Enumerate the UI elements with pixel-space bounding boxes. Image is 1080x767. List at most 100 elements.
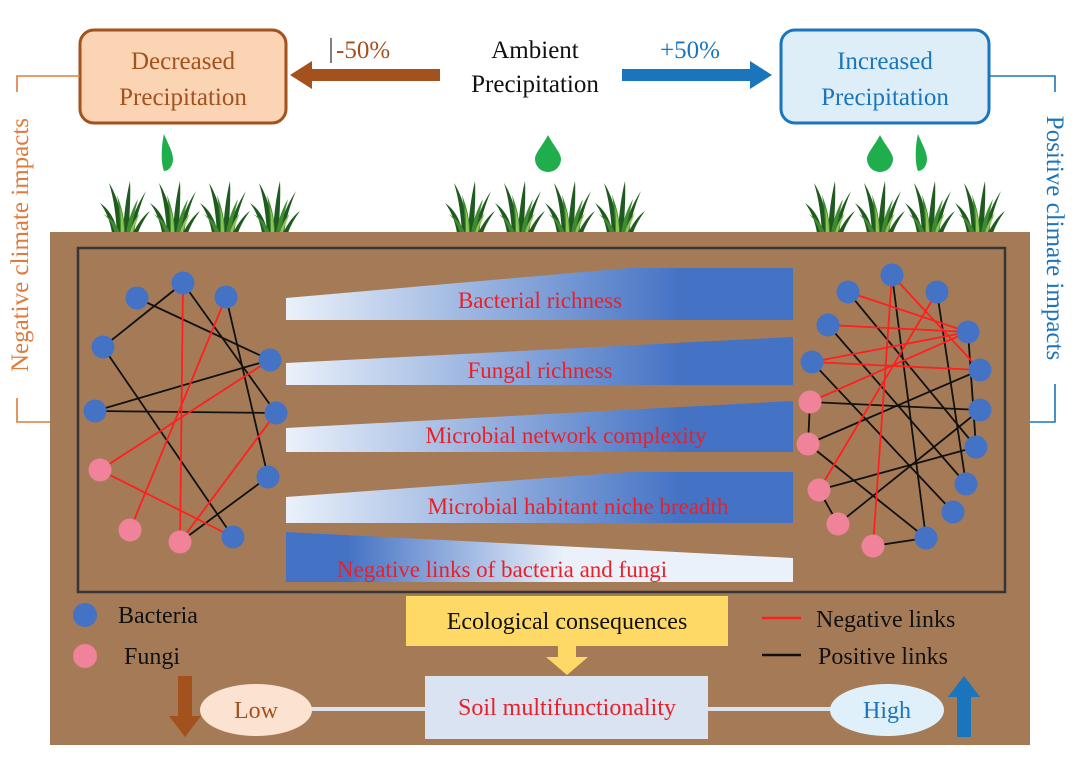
legend-positive-label: Positive links <box>818 644 948 670</box>
wedge-decreasing <box>286 532 793 582</box>
bracket-top-right <box>989 75 1056 92</box>
grass-icon <box>150 181 200 233</box>
negative-link <box>811 331 969 363</box>
legend-fungi-label: Fungi <box>124 644 180 670</box>
network-increased <box>796 263 992 558</box>
bacteria-node <box>258 348 282 372</box>
response-label-bacterial-richness: Bacterial richness <box>458 288 622 313</box>
positive-link <box>967 331 977 448</box>
negative-link <box>872 274 893 547</box>
response-label-niche-breadth: Microbial habitant niche breadth <box>428 494 729 519</box>
bacteria-node <box>956 320 980 344</box>
response-label-negative-links: Negative links of bacteria and fungi <box>337 557 667 582</box>
negative-link <box>891 274 981 371</box>
legend-negative-label: Negative links <box>816 607 955 633</box>
positive-link <box>837 409 981 525</box>
response-label-network-complexity: Microbial network complexity <box>425 423 707 448</box>
arrow-right-icon <box>622 61 772 89</box>
bacteria-node <box>171 271 195 295</box>
negative-link <box>99 469 234 538</box>
grass-icon <box>445 181 495 233</box>
bacteria-node <box>968 358 992 382</box>
fungi-node <box>796 432 820 456</box>
ecological-consequences-label: Ecological consequences <box>447 609 688 635</box>
negative-link <box>179 412 277 543</box>
decreased-label-line2: Precipitation <box>119 84 247 111</box>
positive-link <box>94 410 277 414</box>
positive-link <box>102 282 184 348</box>
arrow-down-icon <box>169 676 201 737</box>
negative-link <box>179 282 184 543</box>
network-decreased <box>83 271 288 554</box>
grass-group-decreased <box>100 181 300 233</box>
bacteria-node <box>816 313 840 337</box>
bacteria-node <box>954 472 978 496</box>
bacteria-node <box>125 286 149 310</box>
grass-icon <box>905 181 955 233</box>
grass-icon <box>855 181 905 233</box>
legend-nodes: Bacteria Fungi <box>73 603 198 670</box>
response-wedges: Bacterial richness Fungal richness Micro… <box>286 268 793 582</box>
negative-link <box>811 361 981 371</box>
legend-links: Negative links Positive links <box>762 607 955 670</box>
fungi-node <box>807 478 831 502</box>
legend-bacteria-label: Bacteria <box>118 603 198 629</box>
positive-link <box>182 282 277 414</box>
soil-multifunctionality-label: Soil multifunctionality <box>458 695 676 721</box>
response-label-fungal-richness: Fungal richness <box>467 358 612 383</box>
ambient-label-line1: Ambient <box>491 37 579 64</box>
fungi-node <box>861 534 885 558</box>
grass-group-ambient <box>445 181 645 233</box>
arrow-down-icon <box>546 646 588 675</box>
decreased-label-line1: Decreased <box>131 48 236 75</box>
positive-climate-impacts-label: Positive climate impacts <box>1041 116 1068 360</box>
negative-climate-impacts-label: Negative climate impacts <box>7 118 34 372</box>
microbial-panel-frame <box>76 246 1007 594</box>
increase-percent: +50% <box>660 37 720 64</box>
wedge-increasing <box>286 268 793 320</box>
grass-icon <box>250 181 300 233</box>
positive-link <box>136 297 271 361</box>
positive-impact-bracket: Positive climate impacts <box>989 75 1068 426</box>
bacteria-node <box>925 280 949 304</box>
wedge-increasing <box>286 401 793 452</box>
decrease-percent: -50% <box>336 37 390 64</box>
arrow-left-icon <box>290 61 440 89</box>
positive-link <box>807 443 927 539</box>
high-ellipse <box>830 684 944 736</box>
low-label: Low <box>234 698 279 724</box>
wedge-increasing <box>286 337 793 385</box>
legend-fungi-swatch <box>73 644 97 668</box>
bracket-top-left <box>16 75 80 92</box>
water-drop-icon <box>535 135 561 172</box>
high-label: High <box>863 698 911 724</box>
positive-link <box>827 324 967 485</box>
positive-link <box>818 446 977 491</box>
grass-group-increased <box>805 181 1005 233</box>
grass-icon <box>805 181 855 233</box>
bacteria-node <box>221 525 245 549</box>
positive-link <box>847 291 977 448</box>
half-water-drop-icon <box>915 134 927 171</box>
negative-impact-bracket: Negative climate impacts <box>7 75 80 426</box>
negative-link <box>847 291 969 333</box>
increased-label-line2: Precipitation <box>821 84 949 111</box>
bacteria-node <box>91 335 115 359</box>
ecological-consequences-box <box>406 596 728 646</box>
negative-link <box>809 331 969 403</box>
bacteria-node <box>914 526 938 550</box>
grass-icon <box>595 181 645 233</box>
bacteria-node <box>214 285 238 309</box>
bacteria-node <box>880 263 904 287</box>
increased-label-line1: Increased <box>837 48 933 75</box>
fungi-node <box>88 458 112 482</box>
positive-link <box>179 476 269 543</box>
positive-link <box>102 346 234 538</box>
low-ellipse <box>200 684 312 736</box>
arrow-up-icon <box>948 676 980 737</box>
bacteria-node <box>800 350 824 374</box>
increased-precipitation-box: Increased Precipitation <box>779 28 991 125</box>
fungi-node <box>798 390 822 414</box>
grass-icon <box>200 181 250 233</box>
